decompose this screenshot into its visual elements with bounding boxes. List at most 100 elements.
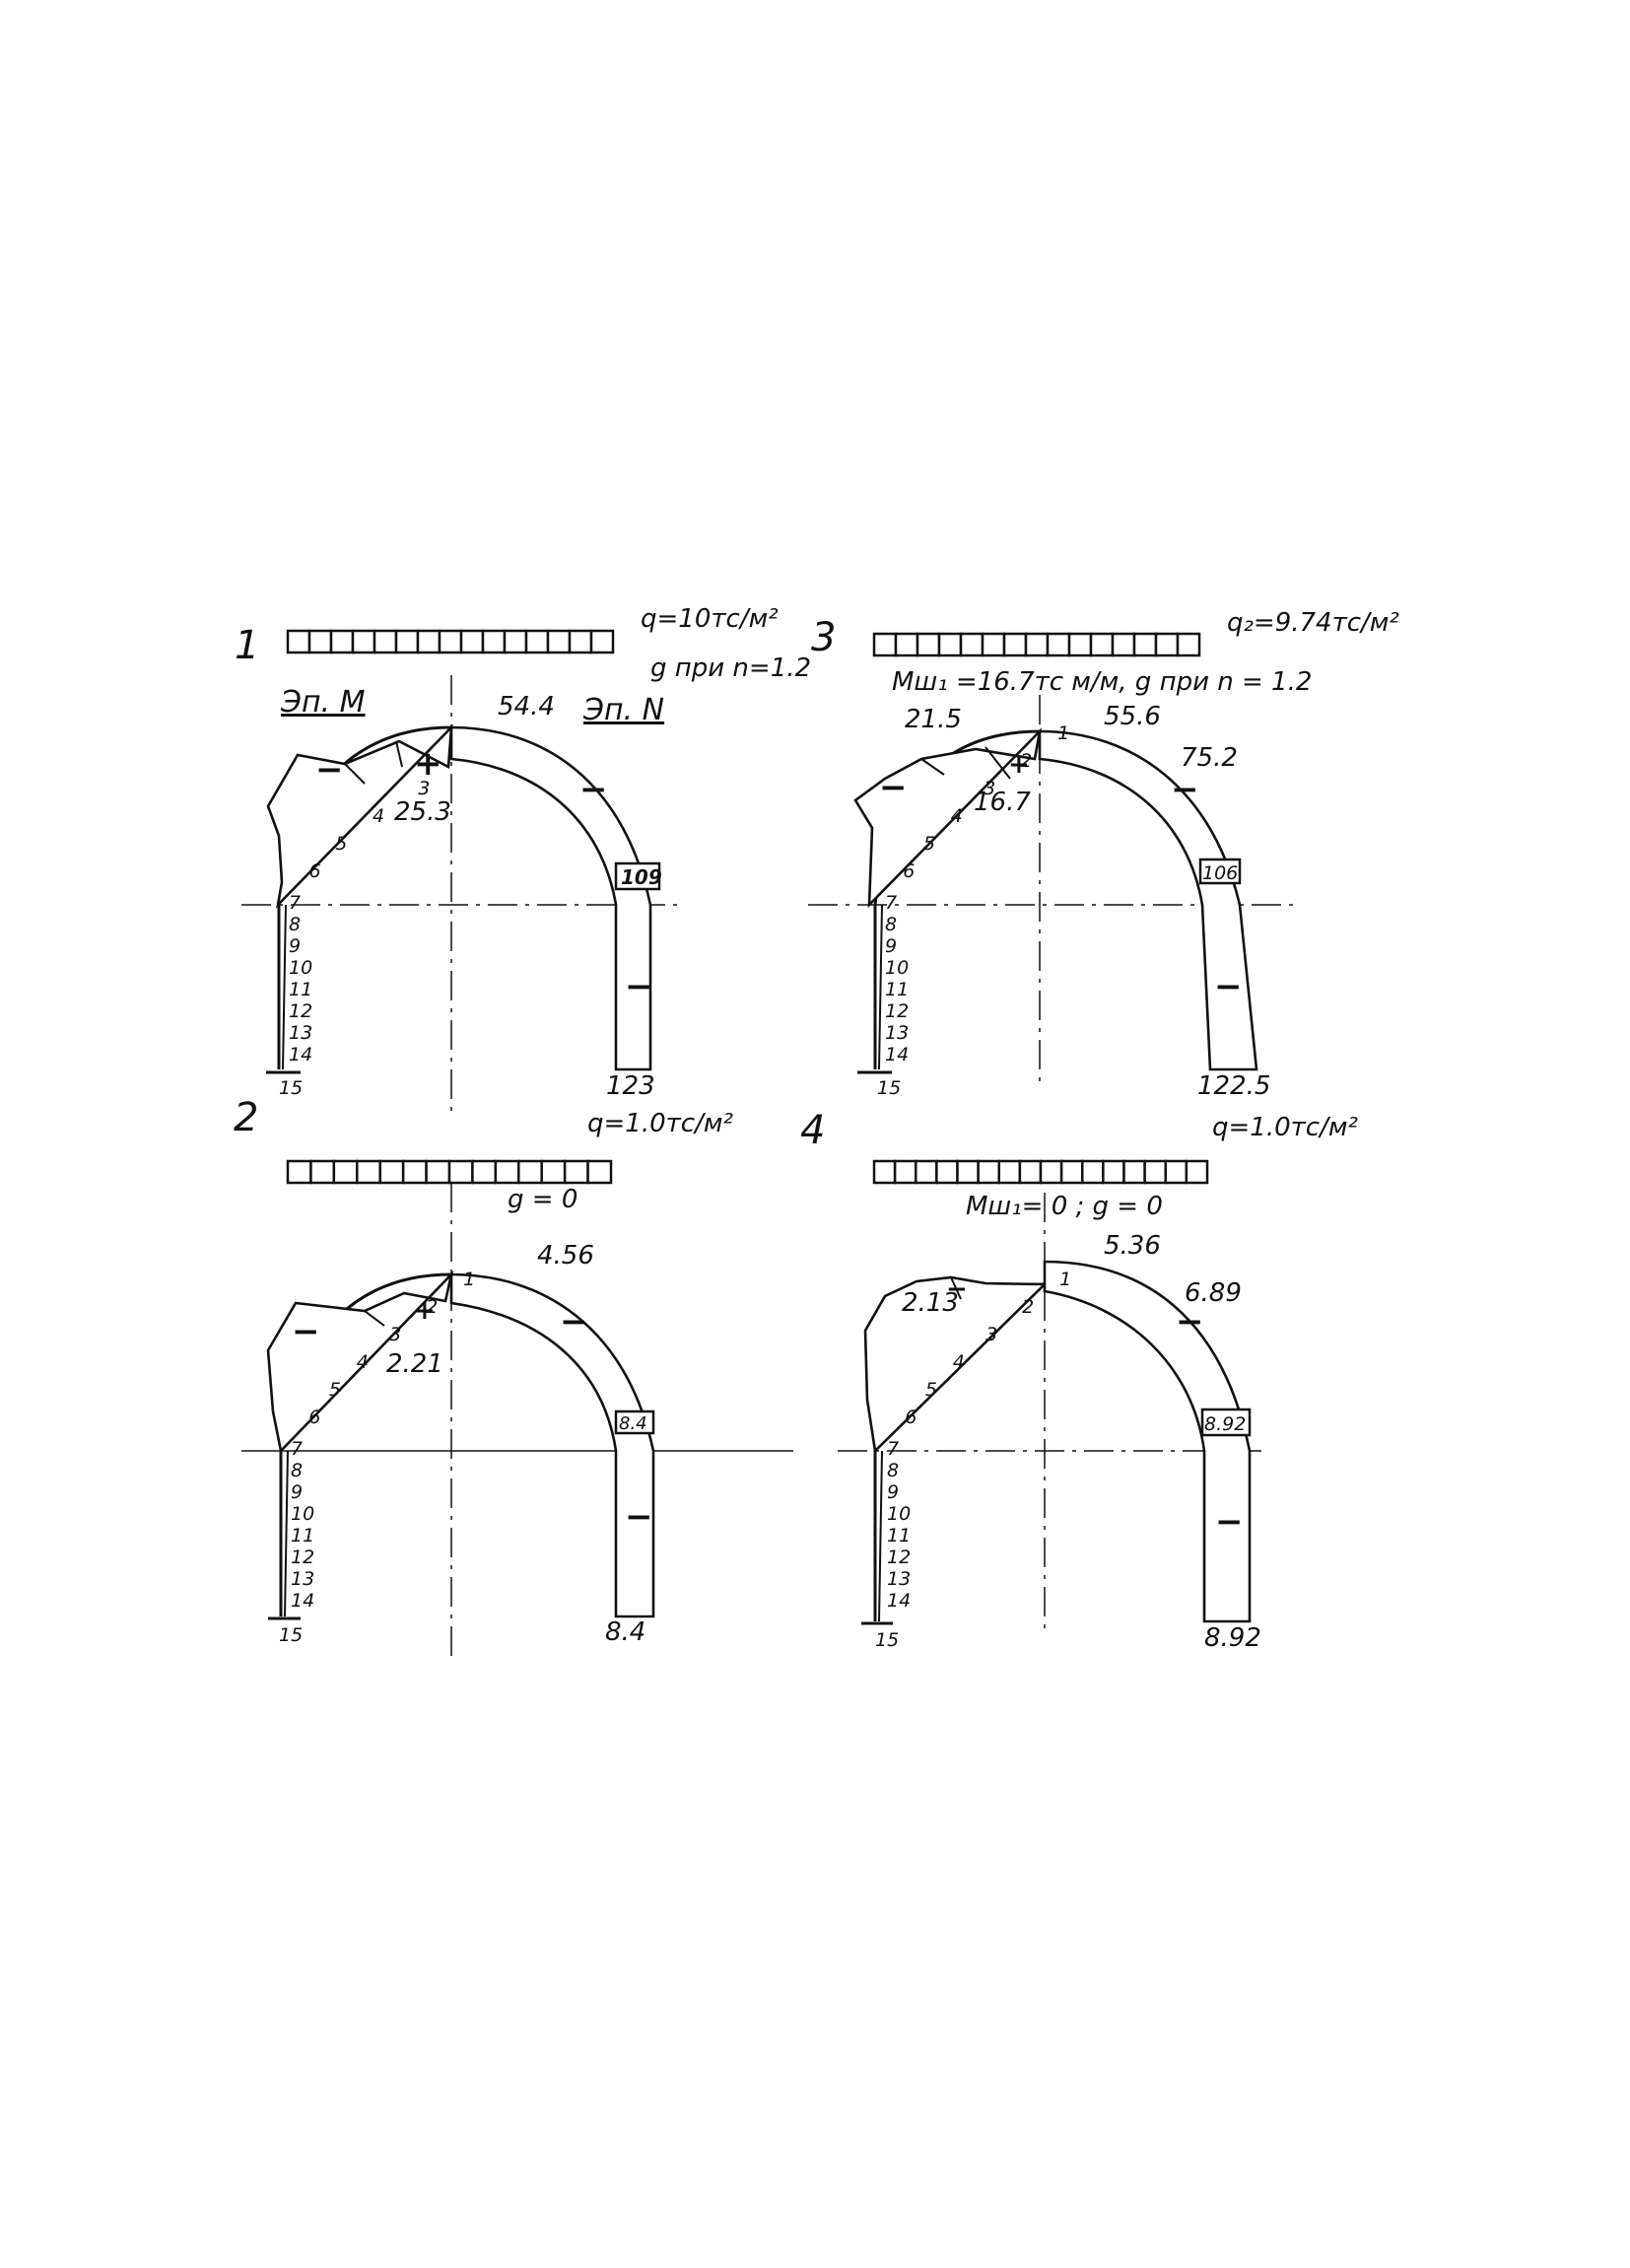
normal-value: 109 [621,865,662,889]
section-line [364,1310,385,1327]
load-strip-cell [1154,632,1180,657]
load-strip-cell [997,1159,1022,1185]
sub-label: g при n=1.2 [650,653,811,683]
normal-diagram-title: Эп. N [582,693,664,727]
normal-force-diagram [449,725,652,1071]
column-line [878,1450,883,1622]
point-label: 2 [1022,1296,1034,1318]
load-strip-cell [935,1159,959,1185]
point-label: 12 [887,1546,911,1568]
point-label: 6 [903,860,915,882]
point-label: 7 [289,892,301,914]
load-strip-cell [916,632,941,657]
point-label: 6 [308,1407,320,1428]
point-label: 11 [291,1525,314,1546]
normal-value: 106 [1202,862,1238,884]
point-label: 13 [289,1022,312,1044]
minus-sign: − [560,1302,588,1341]
point-label: 6 [308,860,320,882]
load-strip-cell [1018,1159,1043,1185]
section-line [395,740,403,768]
load-strip-cell [309,1159,336,1185]
bottom-label: 15 [877,1077,901,1099]
load-strip-cell [447,1159,474,1185]
normal-value: 8.4 [605,1617,645,1647]
moment-value: 16.7 [974,788,1031,817]
point-label: 10 [289,957,312,979]
normal-value: 8.92 [1204,1623,1261,1653]
point-label: 13 [291,1568,314,1590]
minus-sign: − [1176,1302,1204,1341]
load-label: q=10тс/м² [641,604,779,634]
sub-label: Mш₁ =16.7тс м/м, g при n = 1.2 [892,667,1312,697]
point-label: 14 [291,1590,314,1612]
point-label: 3 [985,1324,997,1345]
minus-sign: − [625,1497,653,1537]
load-strip-cell [937,632,963,657]
load-strip [286,629,615,654]
plus-sign: + [414,744,442,784]
load-strip-cell [589,629,615,654]
point-label: 6 [905,1407,917,1428]
normal-value: 122.5 [1197,1071,1270,1101]
load-strip-cell [1102,1159,1125,1185]
load-strip-cell [1164,1159,1189,1185]
load-strip-cell [481,629,507,654]
load-strip-cell [517,1159,543,1185]
load-strip-cell [438,629,463,654]
point-label: 13 [887,1568,911,1590]
point-label: 9 [289,935,301,957]
bottom-label: 15 [279,1624,303,1646]
load-strip [872,1159,1209,1185]
point-label: 9 [885,935,897,957]
section-line [344,763,366,785]
point-label: 14 [885,1044,909,1065]
point-label: 10 [885,957,909,979]
load-strip-cell [1143,1159,1167,1185]
point-label: 12 [291,1546,314,1568]
load-strip-cell [1039,1159,1063,1185]
panel-3: 3 q₂=9.74тс/м² Mш₁ =16.7тс м/м, g при n … [808,608,1399,1101]
point-label: 4 [951,805,963,827]
load-strip-cell [1046,632,1071,657]
minus-sign: − [1214,967,1243,1006]
bottom-label: 15 [279,1077,303,1099]
point-label: 3 [418,778,430,799]
load-strip-cell [373,629,398,654]
load-label: q₂=9.74тс/м² [1227,608,1399,638]
point-label: 5 [923,833,935,855]
load-strip-cell [872,632,898,657]
normal-value: 123 [606,1071,655,1101]
section-line [950,1276,962,1300]
point-label: 5 [329,1379,341,1401]
load-strip-cell [1111,632,1136,657]
load-strip-cell [503,629,528,654]
load-strip [872,632,1201,657]
load-strip-cell [307,629,333,654]
load-strip-cell [394,629,420,654]
minus-sign: − [292,1312,320,1351]
load-strip-cell [894,632,919,657]
load-strip-cell [378,1159,405,1185]
moment-value: 2.21 [386,1349,443,1379]
value-box [1198,858,1242,885]
load-strip-cell [546,629,572,654]
point-label: 14 [289,1044,312,1065]
point-label: 10 [291,1503,314,1525]
load-strip-cell [563,1159,589,1185]
panel-2: 2 q=1.0тс/м² g = 0 − + 2.21 8.4 4.56 8.4… [234,1095,793,1656]
panel-4: 4 q=1.0тс/м² Mш₁= 0 ; g = 0 − 2.13 8.92 … [800,1108,1358,1653]
load-strip-cell [459,629,485,654]
column-line [878,904,883,1070]
point-label: 7 [291,1438,303,1460]
load-strip-cell [1024,632,1050,657]
point-label: 1 [1059,1269,1071,1290]
normal-value: 8.4 [619,1413,647,1434]
point-label: 7 [887,1438,899,1460]
point-label: 13 [885,1022,909,1044]
load-strip-cell [471,1159,498,1185]
normal-value: 55.6 [1104,702,1161,731]
